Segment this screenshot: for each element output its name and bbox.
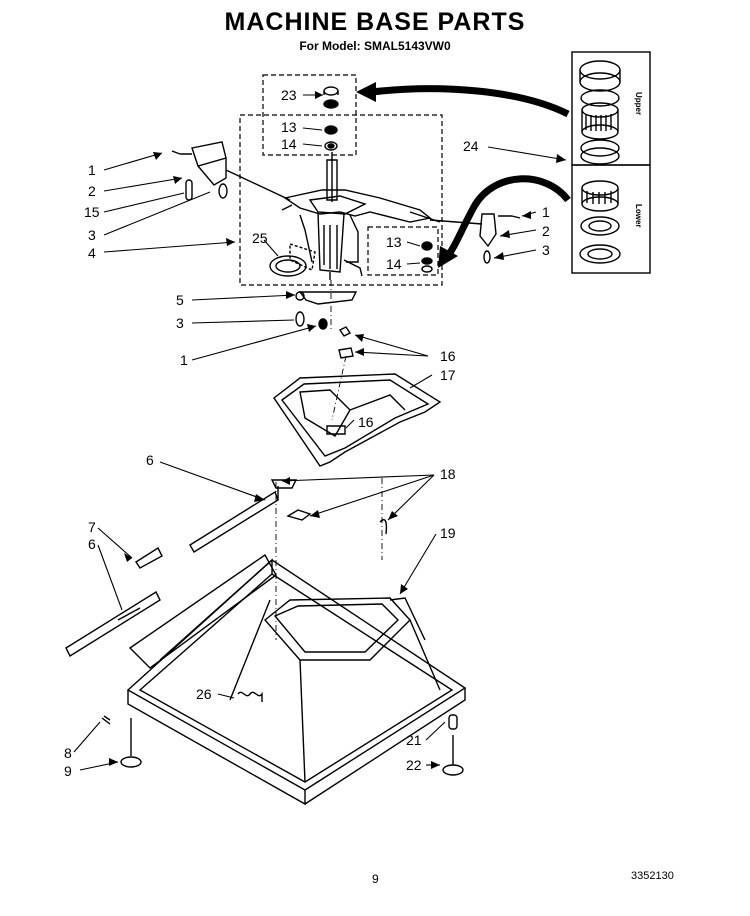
callout: 22 xyxy=(406,757,422,773)
callout: 16 xyxy=(358,414,374,430)
snubber-parts xyxy=(326,326,354,435)
callout: 14 xyxy=(281,136,297,152)
gearcase-assembly xyxy=(281,152,441,280)
inset-lower-label: Lower xyxy=(634,204,643,228)
callout: 6 xyxy=(88,536,96,552)
callout: 24 xyxy=(463,138,479,154)
left-bracket xyxy=(171,141,291,201)
callout: 23 xyxy=(281,87,297,103)
callout: 15 xyxy=(84,204,100,220)
inset-arrow-lower xyxy=(443,175,571,261)
spring-wire xyxy=(237,691,263,702)
seal-stack xyxy=(323,86,339,151)
snubber-clips xyxy=(270,479,388,535)
callout: 2 xyxy=(88,183,96,199)
dashed-group-box xyxy=(239,74,443,286)
callout: 2 xyxy=(542,223,550,239)
callout: 1 xyxy=(88,162,96,178)
callout: 3 xyxy=(88,227,96,243)
inset-upper-label: Upper xyxy=(634,92,643,115)
callout: 6 xyxy=(146,452,154,468)
arrowhead xyxy=(438,246,458,268)
callout: 3 xyxy=(542,242,550,258)
model-subtitle: For Model: SMAL5143VW0 xyxy=(299,39,451,53)
callout: 13 xyxy=(386,234,402,250)
seal-pair-right xyxy=(421,241,433,273)
callout: 19 xyxy=(440,525,456,541)
inset-arrow-upper xyxy=(371,85,570,118)
leg-right xyxy=(442,714,464,776)
callout: 25 xyxy=(252,230,268,246)
callout: 21 xyxy=(406,732,422,748)
clip-7 xyxy=(135,546,163,569)
document-code: 3352130 xyxy=(631,870,674,882)
callout: 14 xyxy=(386,256,402,272)
callout: 26 xyxy=(196,686,212,702)
callout: 1 xyxy=(180,352,188,368)
ring-seal xyxy=(269,255,307,277)
lower-link xyxy=(295,291,358,330)
callout: 18 xyxy=(440,466,456,482)
leader-arrowheads xyxy=(109,91,566,769)
bearing-inset xyxy=(571,51,651,274)
callout: 8 xyxy=(64,745,72,761)
callout: 5 xyxy=(176,292,184,308)
callout-labels: 23 13 14 24 1 2 15 3 4 25 1 2 3 13 14 5 … xyxy=(64,87,550,779)
callout: 4 xyxy=(88,245,96,261)
callout: 7 xyxy=(88,519,96,535)
suspension-frame xyxy=(273,373,442,467)
page-title: MACHINE BASE PARTS xyxy=(224,8,526,36)
page-number: 9 xyxy=(372,872,379,886)
callout: 13 xyxy=(281,119,297,135)
callout: 1 xyxy=(542,204,550,220)
leader-lines xyxy=(73,94,567,771)
right-bracket xyxy=(429,213,521,264)
callout: 9 xyxy=(64,763,72,779)
rail-lower xyxy=(65,590,161,658)
callout: 16 xyxy=(440,348,456,364)
callout: 3 xyxy=(176,315,184,331)
leg-left xyxy=(101,715,142,768)
arrowhead xyxy=(356,82,376,102)
callout: 17 xyxy=(440,367,456,383)
rail-upper xyxy=(189,486,279,553)
